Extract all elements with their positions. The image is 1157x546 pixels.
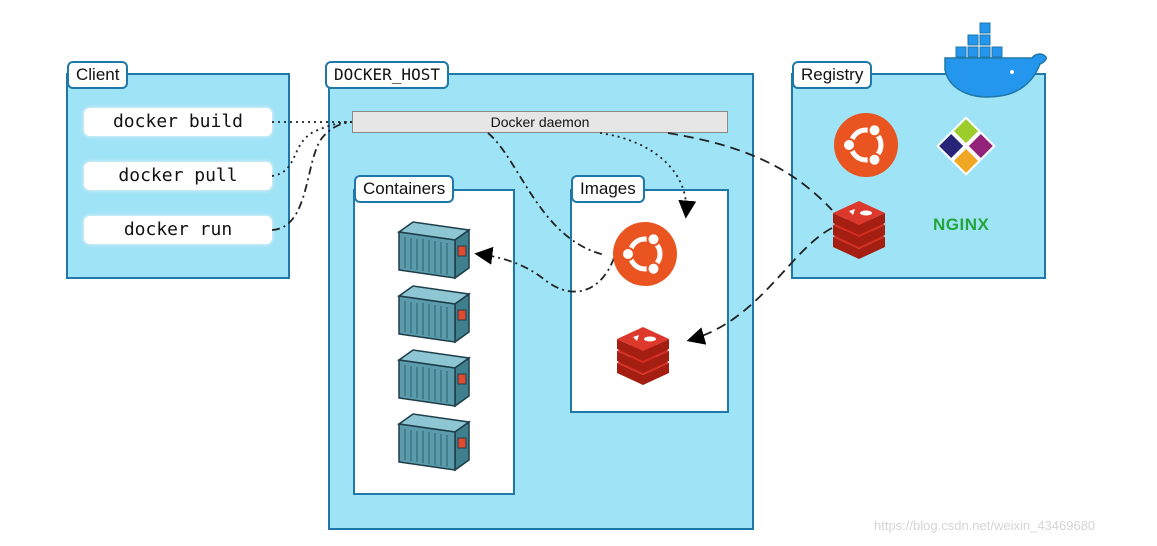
centos-icon [936,116,996,176]
container-icon [398,413,470,471]
nginx-logo: NGINX [933,215,990,234]
ubuntu-image-icon [613,222,677,286]
container-icon [398,349,470,407]
docker-build-command: docker build [84,108,272,136]
client-connectors [271,121,353,231]
images-title: Images [571,175,645,203]
container-icons [398,221,470,471]
containers-title: Containers [354,175,455,203]
docker-run-command: docker run [84,216,272,244]
container-icon [398,285,470,343]
container-icon [398,221,470,279]
redis-image-icon [617,327,669,385]
redis-registry-icon [833,201,885,259]
flow-arrows [474,132,833,345]
watermark: https://blog.csdn.net/weixin_43469680 [874,518,1096,533]
docker-daemon-bar: Docker daemon [352,111,728,133]
docker-whale-icon [944,22,1047,98]
docker-pull-command: docker pull [84,162,272,190]
client-title: Client [67,61,129,89]
registry-title: Registry [792,61,873,89]
ubuntu-registry-icon [834,113,898,177]
docker-host-title: DOCKER_HOST [325,61,449,89]
